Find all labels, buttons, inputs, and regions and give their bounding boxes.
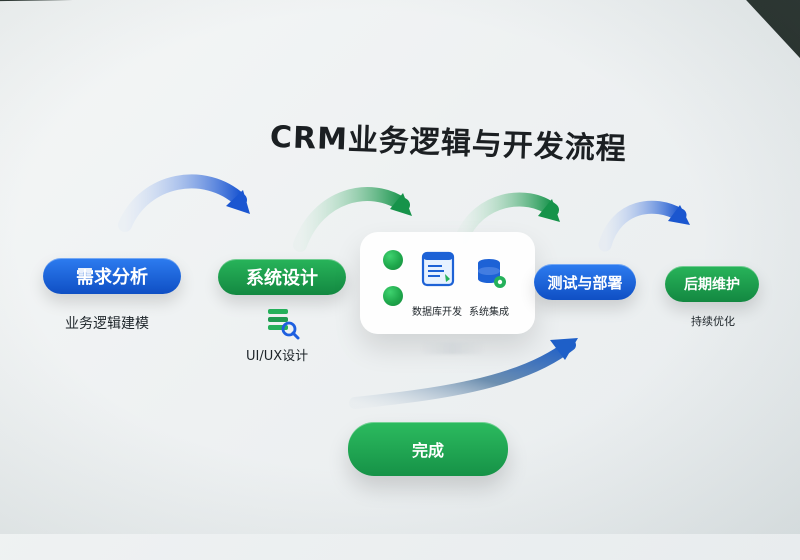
design-icon <box>266 308 300 340</box>
requirements-sub: 业务逻辑建模 <box>65 316 149 332</box>
database-dev-icon <box>418 250 458 290</box>
system-integration-label: 系统集成 <box>469 307 509 318</box>
test-deploy-pill: 测试与部署 <box>534 264 636 300</box>
complete-pill: 完成 <box>348 422 508 476</box>
maintenance-sub: 持续优化 <box>691 315 735 328</box>
database-dev-label: 数据库开发 <box>412 307 462 318</box>
requirements-pill: 需求分析 <box>43 258 181 294</box>
dev-dot-top <box>383 250 403 270</box>
system-design-sub: UI/UX设计 <box>246 349 309 364</box>
system-integration-icon <box>474 257 508 291</box>
dev-dot-bottom <box>383 286 403 306</box>
system-design-pill: 系统设计 <box>218 259 346 295</box>
maintenance-pill: 后期维护 <box>665 266 759 302</box>
blurred-text <box>420 342 485 354</box>
